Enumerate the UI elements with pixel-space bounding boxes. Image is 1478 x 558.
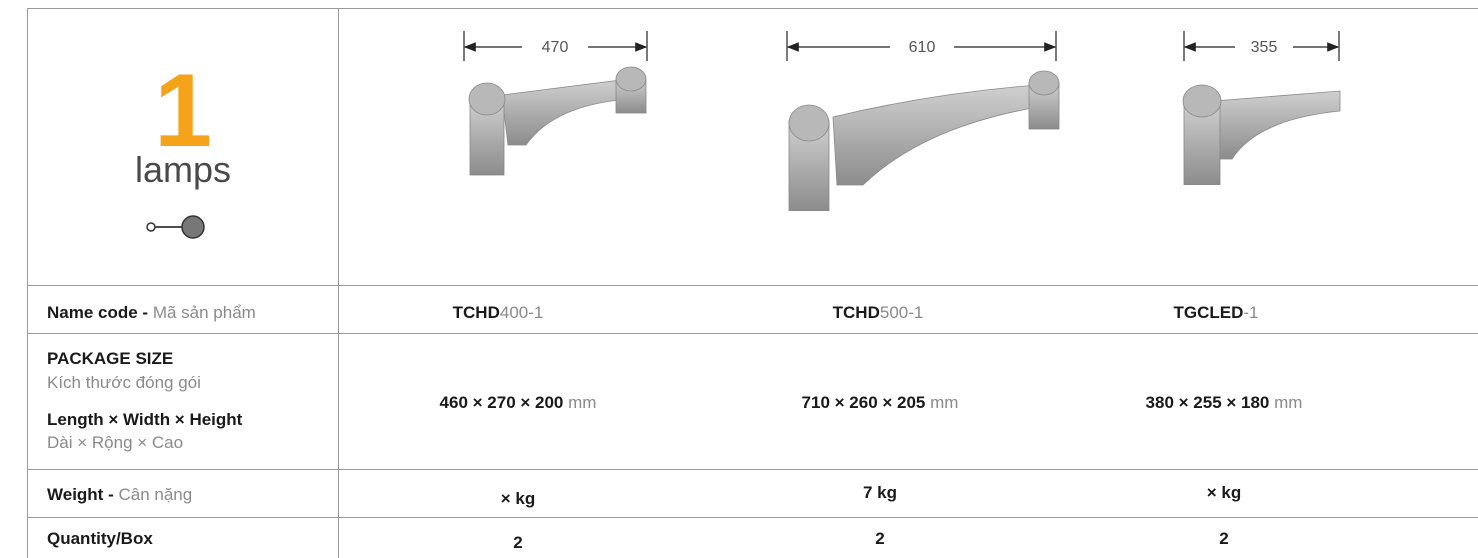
dimension-label: 470 [541,39,569,56]
package-size-cell: 380 × 255 × 180 mm [1145,393,1303,412]
quantity-cell: 2 [513,533,523,552]
quantity-cell: 2 [1219,529,1229,548]
row-label-weight: Weight - Cân nặng [47,485,193,504]
row-label-quantity: Quantity/Box [47,529,153,548]
dimension-arrows [463,31,1340,61]
weight-cell: 7 kg [862,483,898,502]
lamp-count: 1 [154,53,212,169]
product-spec-table: 1 lamps 470 610 355 [27,8,1478,558]
weight-cell: × kg [500,489,536,508]
row-label-package-size: PACKAGE SIZE [47,349,174,368]
product-image-tgcled [1182,84,1341,185]
row-label-dims: Length × Width × Height [47,410,243,429]
column-divider [338,9,339,558]
row-divider [28,469,1478,470]
name-code-cell: TGCLED-1 [1173,303,1259,322]
dimension-label: 355 [1250,39,1278,56]
lamp-label: lamps [134,149,232,190]
product-image-tchd500 [788,70,1060,211]
name-code-cell: TCHD400-1 [452,303,544,322]
row-divider [28,333,1478,334]
name-code-cell: TCHD500-1 [832,303,924,322]
row-divider [28,517,1478,518]
row-label-dims-vi: Dài × Rộng × Cao [47,433,184,452]
product-image-tchd400 [468,66,647,176]
package-size-cell: 460 × 270 × 200 mm [439,393,597,412]
weight-cell: × kg [1206,483,1242,502]
row-divider [28,285,1478,286]
dimension-label: 610 [908,39,936,56]
quantity-cell: 2 [875,529,885,548]
row-label-name-code: Name code - Mã sản phẩm [47,303,256,322]
package-size-cell: 710 × 260 × 205 mm [801,393,959,412]
row-label-package-size-vi: Kích thước đóng gói [47,373,201,392]
single-lamp-connector-icon [146,215,205,239]
